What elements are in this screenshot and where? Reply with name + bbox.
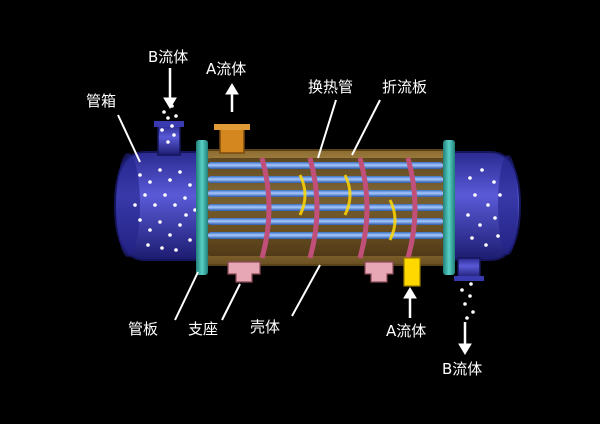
right-tube-box [451, 151, 522, 320]
a-fluid-outlet-nozzle [214, 124, 250, 154]
a-fluid-inlet-nozzle [403, 257, 421, 287]
label-b-fluid-outlet: B流体 [442, 360, 483, 378]
b-fluid-particles-left [133, 168, 200, 252]
label-heat-exchange-tube: 换热管 [308, 78, 354, 96]
label-a-fluid-inlet: A流体 [386, 322, 427, 340]
label-baffle: 折流板 [382, 78, 428, 96]
flow-arrows [163, 68, 472, 355]
supports [227, 261, 394, 283]
b-fluid-particles-right [466, 168, 502, 247]
label-tube-sheet: 管板 [128, 320, 159, 338]
leader-lines [117, 99, 381, 321]
baffles [259, 157, 418, 259]
label-support: 支座 [188, 320, 219, 338]
label-a-fluid-outlet: A流体 [206, 60, 247, 78]
left-tube-sheet [196, 140, 208, 275]
right-tube-sheet [443, 140, 455, 275]
left-tube-box [113, 104, 206, 261]
a-fluid-flow [298, 174, 397, 241]
b-fluid-outlet-particles [460, 282, 475, 320]
label-tube-box: 管箱 [86, 92, 117, 110]
label-shell: 壳体 [250, 318, 281, 336]
label-b-fluid-inlet: B流体 [148, 48, 189, 66]
